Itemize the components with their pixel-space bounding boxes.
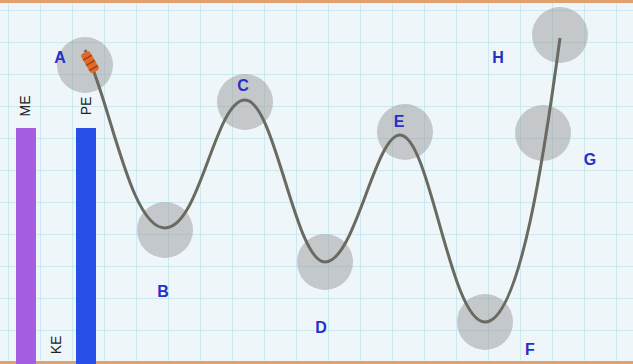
point-label: G xyxy=(584,152,596,168)
point-label: ME xyxy=(18,96,32,117)
point-label: PE xyxy=(79,97,93,116)
point-label: E xyxy=(394,114,405,130)
point-label: KE xyxy=(49,336,63,355)
point-label: A xyxy=(54,50,66,66)
point-label: B xyxy=(157,284,169,300)
point-label: D xyxy=(315,320,327,336)
point-label: F xyxy=(525,342,535,358)
point-label: H xyxy=(492,50,504,66)
point-label: C xyxy=(237,78,249,94)
